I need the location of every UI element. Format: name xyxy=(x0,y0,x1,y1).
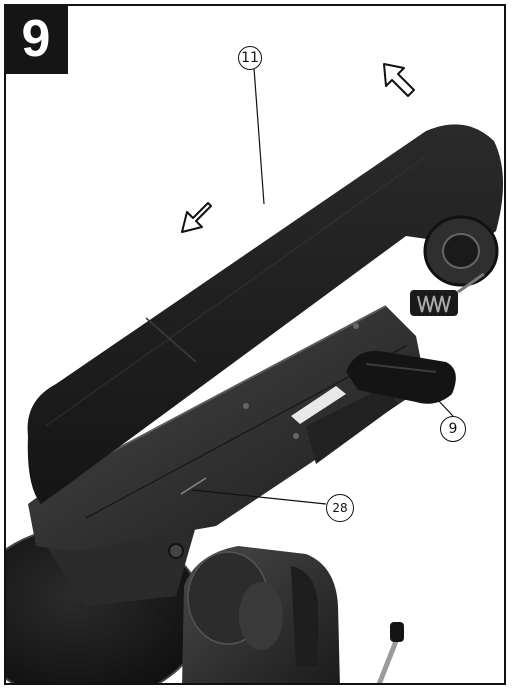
callout-knob: 9 xyxy=(440,416,466,442)
bracket xyxy=(306,386,398,464)
callout-scale: 28 xyxy=(326,494,354,522)
figure-frame xyxy=(4,4,506,685)
adjustment-rod-handle xyxy=(390,622,404,642)
sanding-belt xyxy=(27,124,504,504)
tension-spring xyxy=(410,272,485,316)
arrow-up-left-icon xyxy=(383,63,415,97)
belt-sander-illustration xyxy=(6,63,504,683)
callout-belt: 11 xyxy=(238,46,262,70)
belt-frame-plate xyxy=(28,306,426,551)
figure-number: 9 xyxy=(4,4,68,74)
arrow-down-left-icon xyxy=(181,202,212,233)
